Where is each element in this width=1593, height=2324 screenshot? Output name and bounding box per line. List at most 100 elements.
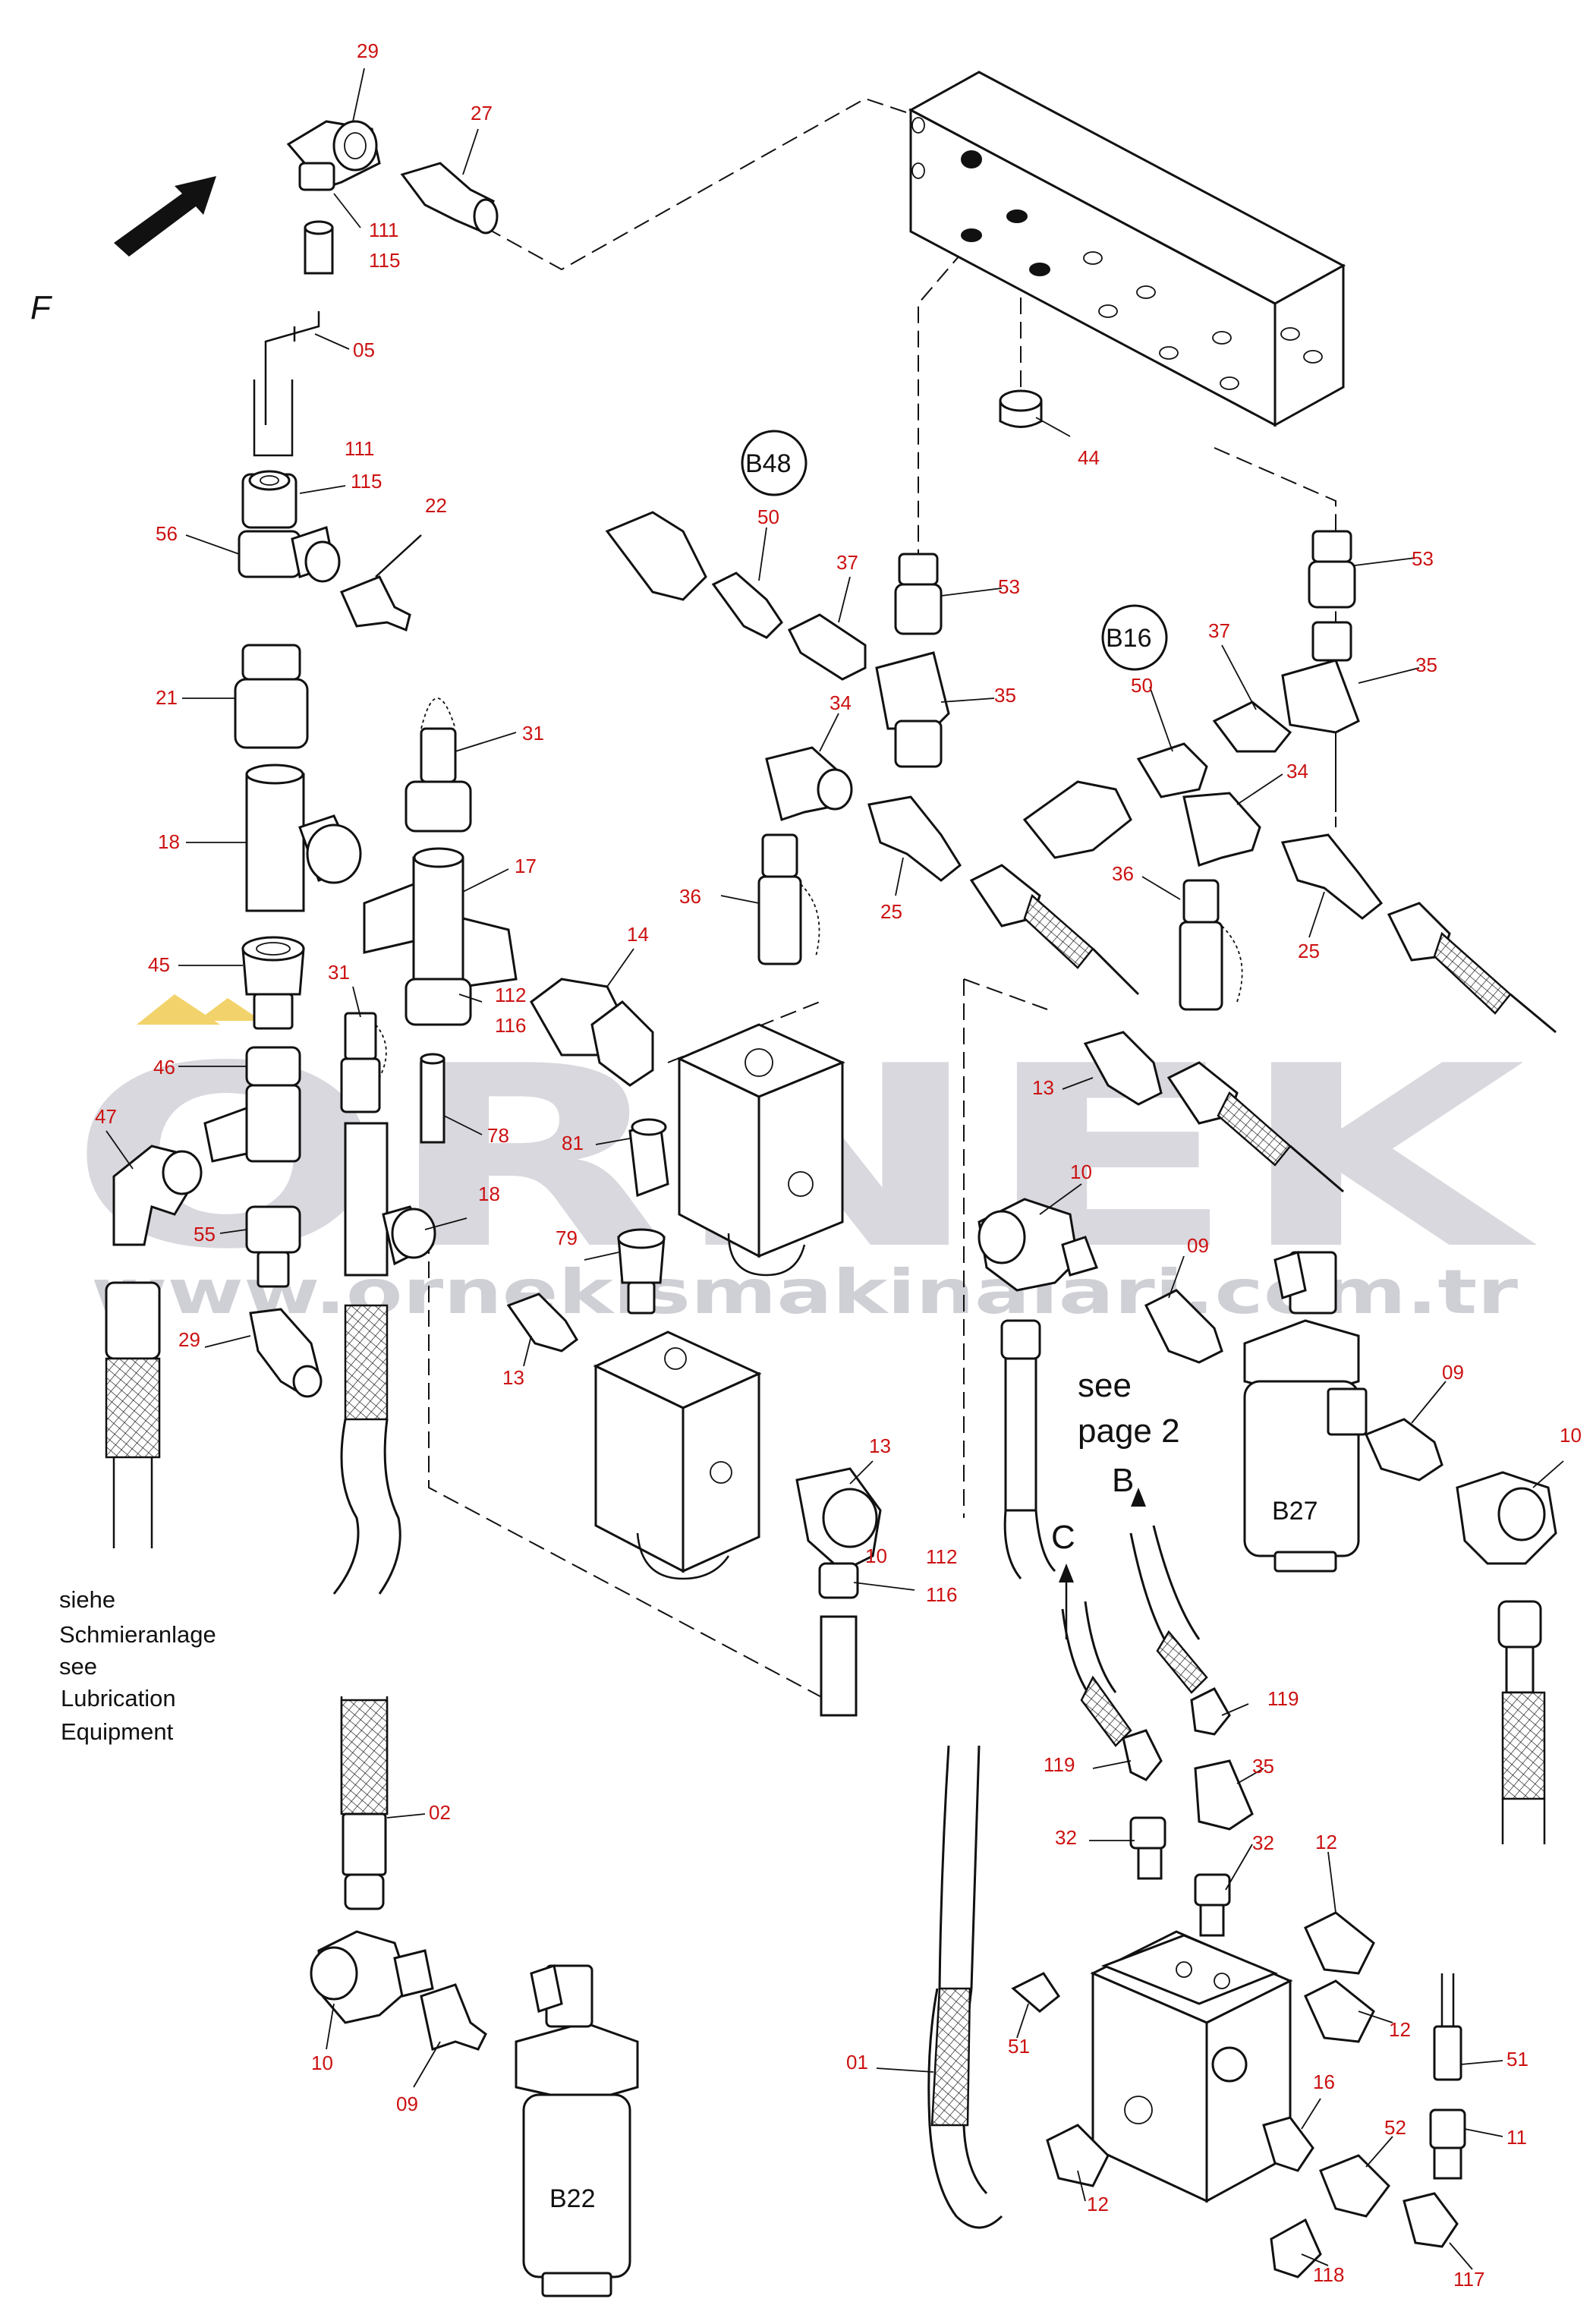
part-number: 25	[880, 900, 902, 923]
part-number: 10	[311, 2052, 333, 2074]
part-number: 13	[1032, 1076, 1054, 1099]
part-number: 45	[148, 953, 170, 976]
part-number: 36	[679, 885, 701, 908]
arrow-label-b: B	[1112, 1462, 1134, 1499]
text-notes: siehe Schmieranlage see Lubrication Equi…	[59, 1367, 1318, 2213]
note-lubrication-line-3: see	[59, 1653, 97, 1680]
part-number: 10	[1070, 1160, 1092, 1183]
part-number: 115	[369, 249, 400, 272]
part-number: 37	[836, 551, 858, 574]
part-number: 37	[1208, 619, 1230, 642]
part-number: 10	[1560, 1424, 1582, 1447]
part-number: 29	[178, 1328, 200, 1351]
part-number: 112	[926, 1545, 957, 1568]
part-number: 115	[351, 470, 382, 493]
part-number: 34	[1286, 760, 1308, 783]
part-number: 14	[627, 923, 649, 946]
callout-b27: B27	[1272, 1497, 1318, 1526]
note-lubrication-line-2: Schmieranlage	[59, 1621, 216, 1648]
view-label: F	[30, 289, 52, 326]
part-number: 32	[1055, 1826, 1077, 1849]
lower-right-assembly	[927, 1488, 1466, 2278]
part-number: 53	[998, 575, 1020, 598]
part-number: 31	[522, 722, 544, 745]
part-number: 51	[1008, 2035, 1030, 2058]
part-number: 11	[1506, 2126, 1527, 2149]
part-number: 119	[1267, 1687, 1299, 1710]
part-number: 27	[471, 102, 493, 124]
part-number: 111	[345, 437, 375, 460]
arrow-b-head-icon	[1131, 1488, 1146, 1507]
hose-02-b22-filter	[310, 1696, 639, 2297]
part-number: 13	[502, 1366, 524, 1389]
part-number: 56	[156, 522, 178, 545]
arrow-c-head-icon	[1059, 1564, 1074, 1582]
part-number: 118	[1313, 2263, 1344, 2286]
callout-b16: B16	[1106, 624, 1152, 653]
leader-lines	[105, 68, 1564, 2270]
cap-44	[999, 389, 1043, 428]
note-lubrication-line-5: Equipment	[61, 1718, 174, 1745]
part-number: 117	[1453, 2268, 1484, 2291]
part-number: 05	[353, 339, 375, 361]
part-number: 21	[156, 686, 178, 709]
part-number: 31	[328, 961, 350, 984]
b16-assembly: B16	[1022, 530, 1557, 1034]
part-number: 02	[429, 1801, 451, 1824]
valve-block-center	[530, 978, 845, 1315]
part-number: 13	[869, 1434, 891, 1457]
part-number: 50	[1131, 674, 1153, 697]
arrow-label-c: C	[1051, 1519, 1075, 1556]
view-arrow-icon	[114, 176, 216, 257]
part-number: 22	[425, 494, 447, 517]
part-number: 10	[865, 1545, 887, 1567]
part-number: 17	[515, 855, 537, 877]
part-number: 32	[1252, 1831, 1274, 1854]
part-number: 111	[369, 219, 399, 241]
part-number: 09	[1187, 1234, 1209, 1257]
part-number-labels: 29 27 111 115 05 111 115 56 22 21 31 18 …	[95, 39, 1582, 2291]
part-number: 34	[830, 691, 852, 714]
part-number: 46	[153, 1056, 175, 1079]
part-number: 44	[1078, 446, 1100, 469]
b48-assembly: B48	[605, 430, 1140, 996]
view-indicator: F	[30, 176, 216, 326]
part-number: 112	[495, 984, 526, 1006]
part-number: 18	[158, 830, 180, 853]
part-number: 52	[1384, 2116, 1406, 2139]
part-number: 78	[487, 1124, 509, 1147]
part-number: 12	[1315, 1831, 1337, 1853]
part-number: 09	[1442, 1361, 1464, 1384]
part-number: 81	[562, 1132, 584, 1154]
callout-b22: B22	[549, 2184, 596, 2213]
part-number: 12	[1389, 2018, 1411, 2041]
part-number: 116	[495, 1014, 526, 1037]
coupling-31-left	[332, 1012, 445, 1595]
watermark-accent-mark-2	[197, 998, 262, 1021]
note-see-page-1: see	[1078, 1367, 1132, 1404]
part-number: 29	[357, 39, 379, 62]
watermark-accent-mark	[137, 994, 220, 1025]
part-number: 79	[556, 1227, 578, 1249]
manifold-block	[908, 71, 1346, 427]
part-number: 116	[926, 1583, 957, 1606]
part-number: 25	[1298, 940, 1320, 962]
part-number: 51	[1506, 2048, 1528, 2071]
part-number: 119	[1044, 1753, 1075, 1776]
right-middle-fittings	[978, 1031, 1557, 1844]
part-number: 36	[1112, 862, 1134, 885]
part-number: 12	[1087, 2193, 1109, 2215]
part-number: 01	[846, 2051, 868, 2074]
part-number: 55	[194, 1223, 216, 1245]
part-number: 35	[1252, 1755, 1274, 1778]
note-lubrication-line-4: Lubrication	[61, 1685, 176, 1712]
part-number: 35	[1415, 653, 1437, 676]
part-number: 16	[1313, 2071, 1335, 2093]
note-see-page-2: page 2	[1078, 1412, 1180, 1450]
callout-b48: B48	[745, 449, 792, 478]
part-number: 18	[478, 1182, 500, 1205]
part-number: 53	[1412, 547, 1434, 570]
valve-block-lower	[506, 1293, 882, 1717]
note-lubrication-line-1: siehe	[59, 1586, 115, 1613]
